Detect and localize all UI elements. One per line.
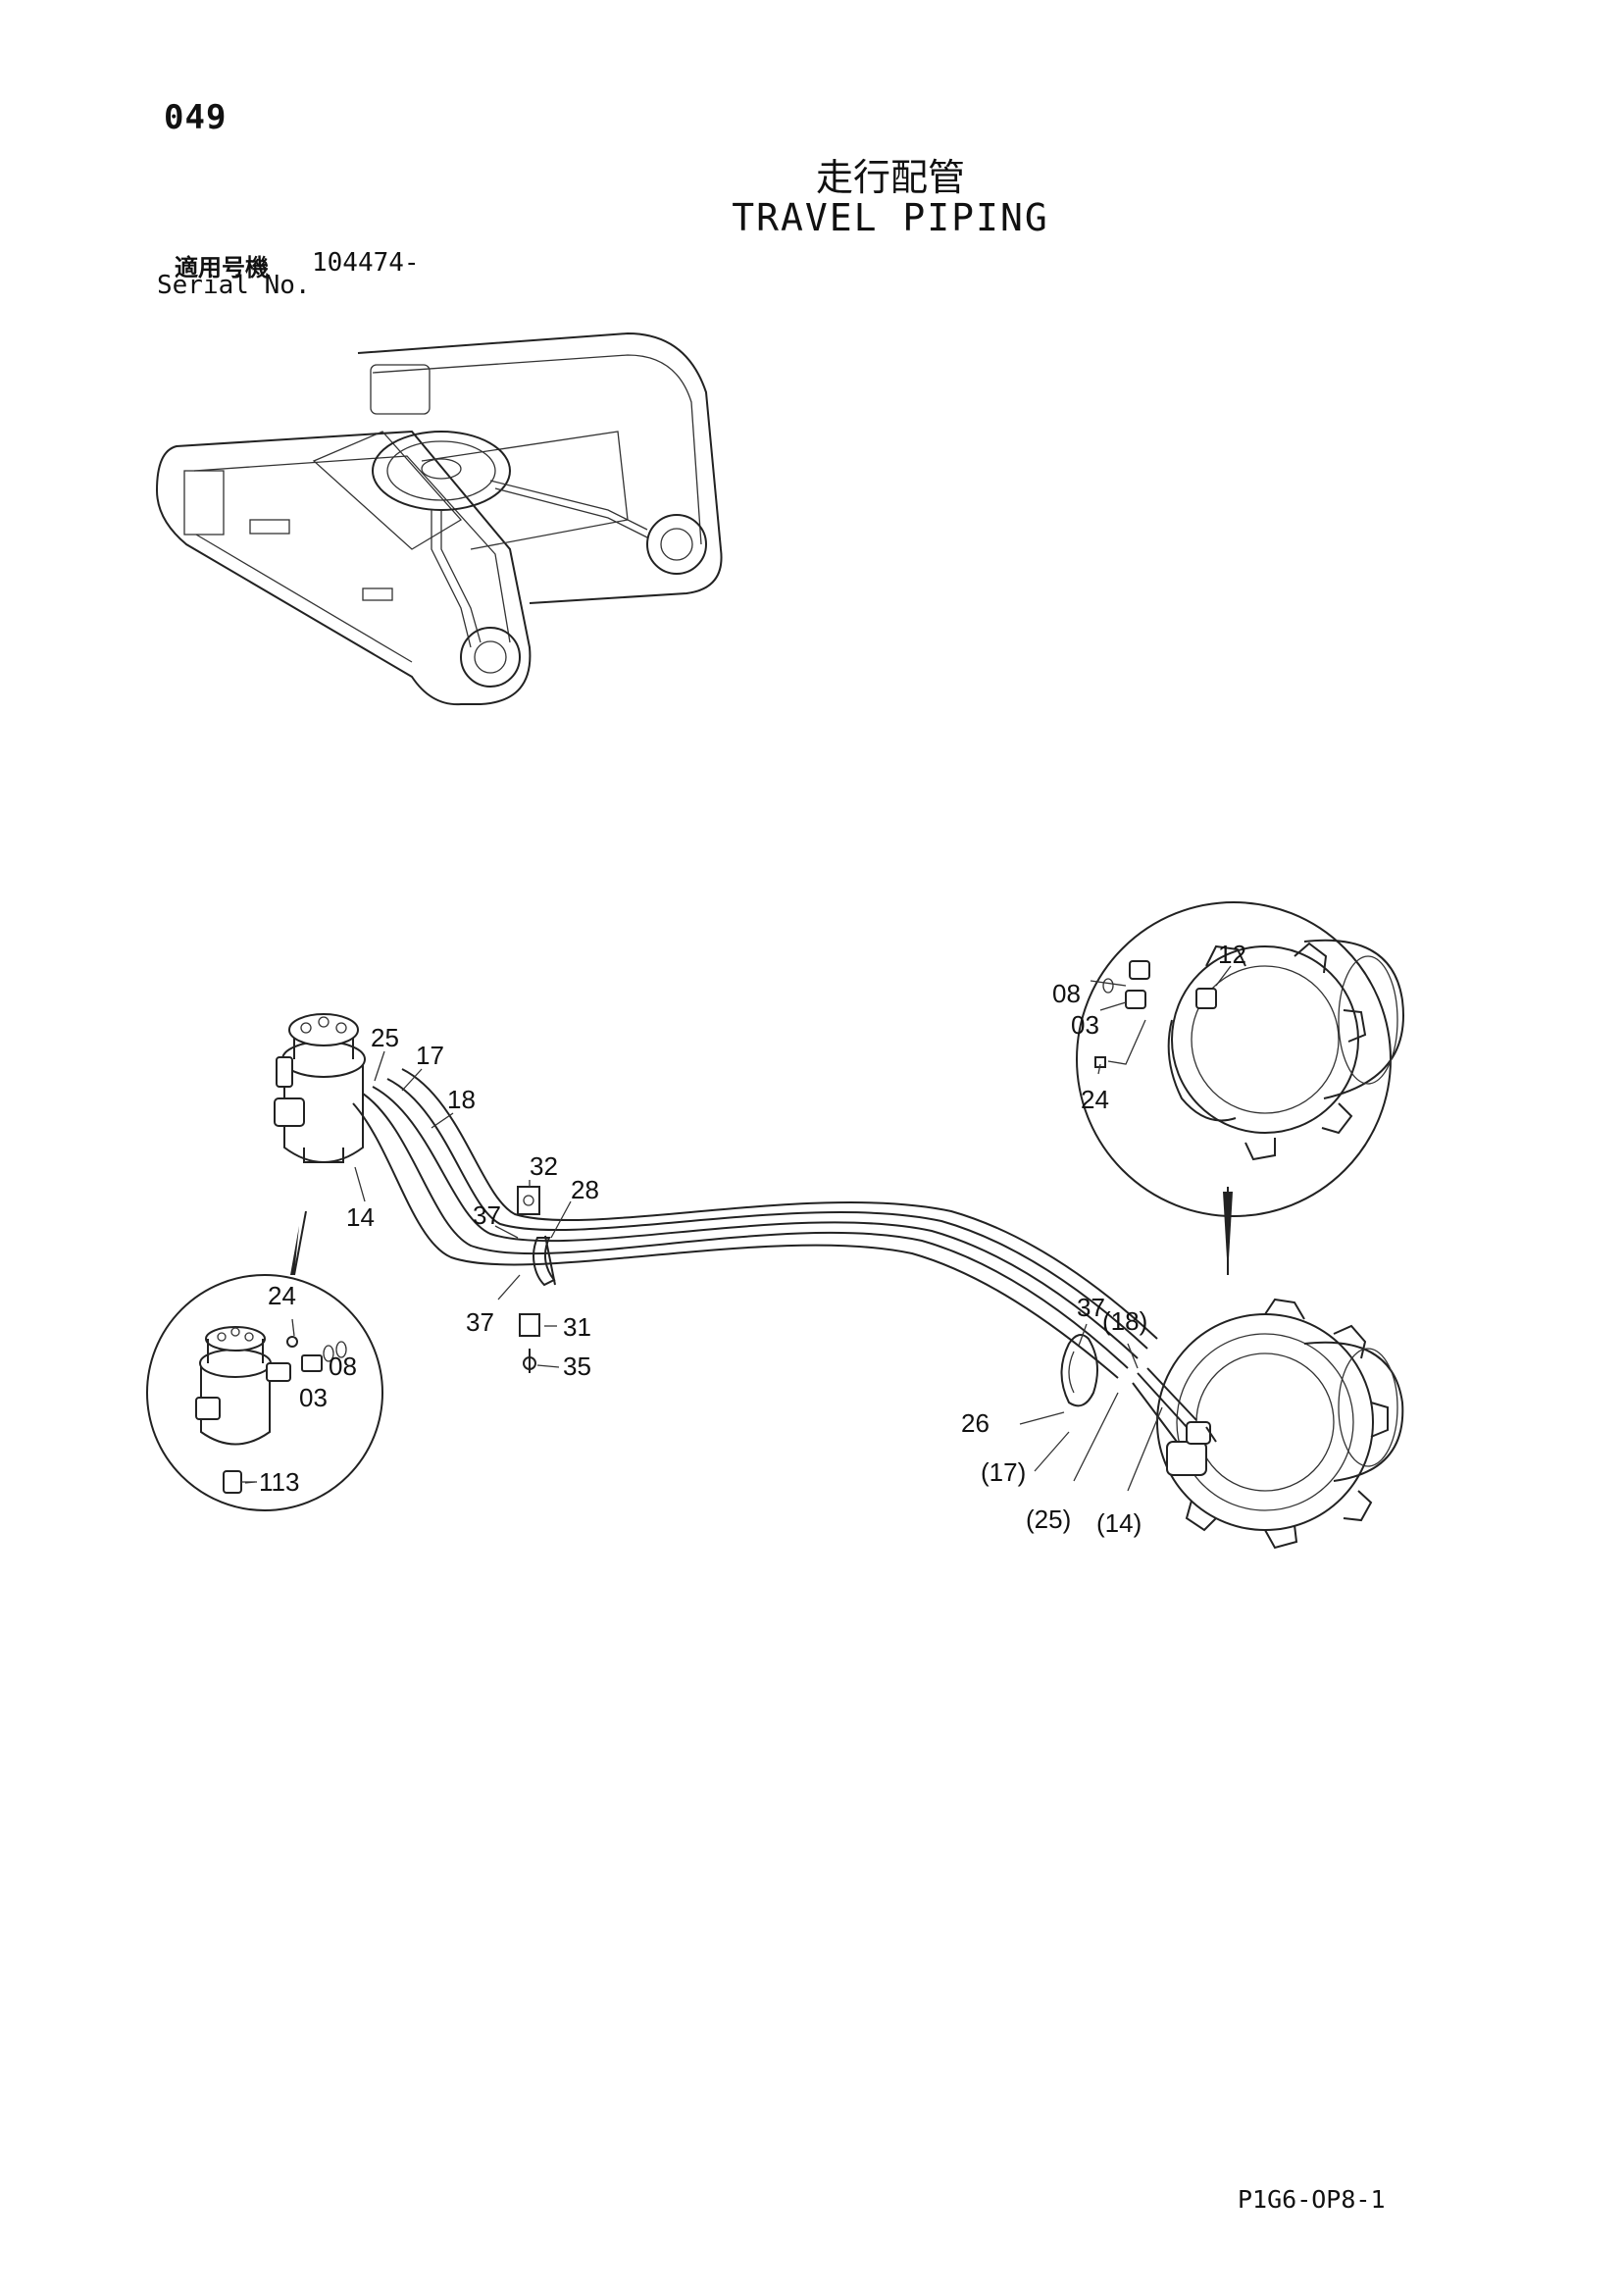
callout-03-left: 03 (299, 1383, 328, 1412)
callout-labels: 25 17 18 14 32 28 37 37 31 35 24 08 03 1… (259, 940, 1246, 1538)
callout-08-left: 08 (329, 1352, 357, 1381)
callout-12: 12 (1218, 940, 1246, 969)
callout-32: 32 (530, 1151, 558, 1181)
callout-31: 31 (563, 1312, 591, 1342)
page-number: 049 (164, 98, 228, 137)
travel-hose-bundle (352, 1068, 1158, 1407)
undercarriage-overview-illustration (155, 332, 723, 706)
callout-03-right: 03 (1071, 1010, 1099, 1040)
callout-37-lower: 37 (466, 1307, 494, 1337)
serial-label: Serial No. (157, 271, 311, 300)
center-joint-illustration (274, 1013, 366, 1276)
callout-28: 28 (571, 1175, 599, 1204)
callout-leaders (244, 965, 1232, 1492)
center-joint-detail (146, 1274, 383, 1511)
callout-25: 25 (371, 1023, 399, 1052)
callout-08-right: 08 (1052, 979, 1081, 1008)
callout-25-repeat: (25) (1026, 1505, 1071, 1534)
callout-14-repeat: (14) (1096, 1508, 1142, 1538)
page-title-japanese: 走行配管 (815, 156, 965, 199)
travel-motor-sprocket (1132, 1187, 1404, 1550)
callout-17-repeat: (17) (981, 1457, 1026, 1487)
callout-14: 14 (346, 1202, 375, 1232)
callout-18-repeat: (18) (1102, 1306, 1147, 1336)
callout-26: 26 (961, 1408, 990, 1438)
travel-motor-detail (1076, 901, 1404, 1217)
callout-113: 113 (259, 1467, 299, 1497)
serial-label-japanese: 適用号機 (175, 254, 269, 281)
callout-18: 18 (447, 1085, 476, 1114)
page-title: TRAVEL PIPING (732, 196, 1049, 239)
callout-37-right: 37 (1077, 1293, 1105, 1322)
callout-37-upper: 37 (473, 1200, 501, 1230)
callout-17: 17 (416, 1041, 444, 1070)
callout-24-right: 24 (1081, 1085, 1109, 1114)
serial-number: 104474- (312, 248, 420, 278)
callout-24-left: 24 (268, 1281, 296, 1310)
callout-35: 35 (563, 1352, 591, 1381)
document-reference: P1G6-OP8-1 (1238, 2185, 1386, 2214)
